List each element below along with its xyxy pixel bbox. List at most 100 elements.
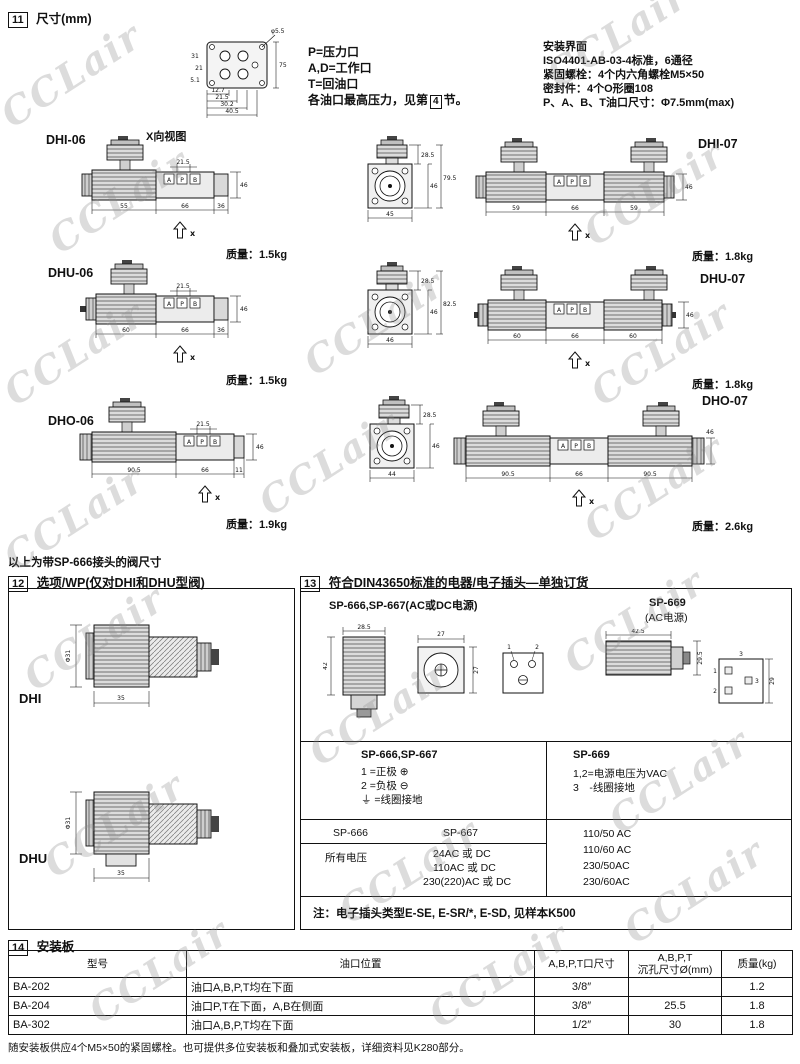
- dim-label: 30.2: [220, 101, 234, 108]
- dim-label: 29.5: [697, 651, 704, 665]
- dhu-07-weight: 质量：1.8kg: [692, 379, 754, 391]
- port-letter: P: [570, 307, 574, 314]
- section-13-header: 13 符合DIN43650标准的电器/电子插头—单独订货: [300, 572, 589, 592]
- dim-label: 46: [432, 443, 440, 450]
- section-ref-box: 4: [430, 95, 442, 109]
- dim-label: 28.5: [421, 152, 435, 159]
- connector-note: 注：电子插头类型E-SE, E-SR/*, E-SD, 见样本K500: [313, 908, 576, 920]
- port-letter: A: [167, 177, 172, 184]
- col-header-model: 型号: [8, 950, 187, 978]
- port-letter: B: [583, 307, 587, 314]
- section-12-title: 选项/WP(仅对DHI和DHU型阀): [36, 576, 205, 590]
- dim-label: 12.7: [211, 87, 225, 94]
- legend-right-line: 1,2=电源电压为VAC: [573, 768, 668, 780]
- dim-label: 45: [386, 211, 394, 218]
- mounting-plate-table: 型号 油口位置 A,B,P,T口尺寸 A,B,P,T 沉孔尺寸Ø(mm) 质量(…: [8, 950, 793, 1035]
- front-view-row3: 44 28.5 46: [342, 396, 460, 506]
- view-x-arrow-icon: [197, 485, 213, 503]
- col-header-weight: 质量(kg): [721, 950, 793, 978]
- sp669-drawing: 42.5 29.5 1 2 3 3 29: [591, 628, 776, 744]
- section-12-header: 12 选项/WP(仅对DHI和DHU型阀): [8, 572, 205, 592]
- dim-label: 66: [571, 333, 579, 340]
- legend-left-line: 1 =正极 ⊕: [361, 766, 409, 778]
- pin-label: 2: [535, 644, 539, 651]
- dim-label: 44: [388, 471, 396, 478]
- voltage-model-mid: SP-667: [443, 827, 479, 839]
- view-x-label: x: [589, 497, 595, 506]
- dim-label: 21.5: [196, 421, 210, 428]
- dim-label: 46: [256, 444, 264, 451]
- dim-label: 75: [279, 62, 287, 69]
- view-x-label: x: [190, 229, 196, 238]
- dho-07-drawing: A P B 90.5 66 90.5 46 x: [452, 402, 718, 519]
- divider: [546, 819, 547, 896]
- legend-left-line: ⏚ =线圈接地: [361, 794, 423, 806]
- pin-label: 3: [755, 678, 759, 685]
- section-11-title: 尺寸(mm): [36, 12, 92, 26]
- dim-label: 21.5: [176, 159, 190, 166]
- dim-label: 46: [240, 306, 248, 313]
- dim-label: 90.5: [501, 471, 515, 478]
- dim-label: 21: [195, 65, 203, 72]
- dim-label: 66: [181, 327, 189, 334]
- dim-label: 90.5: [127, 467, 141, 474]
- port-letter: P: [574, 443, 578, 450]
- mount-info-line: P、A、B、T油口尺寸：Φ7.5mm(max): [543, 97, 735, 109]
- port-letter: P: [200, 439, 204, 446]
- dim-label: 59: [512, 205, 520, 212]
- port-letter: B: [213, 439, 217, 446]
- dim-label: 66: [575, 471, 583, 478]
- dim-label: 55: [120, 203, 128, 210]
- dim-label: 46: [240, 182, 248, 189]
- front-view-row2: 46 28.5 46 82.5: [340, 262, 458, 372]
- dhi-06-weight: 质量：1.5kg: [226, 249, 288, 261]
- divider: [546, 741, 547, 819]
- dim-label: 46: [686, 312, 694, 319]
- port-letter: A: [187, 439, 192, 446]
- view-x-arrow-icon: [172, 345, 188, 363]
- port-letter: A: [557, 307, 562, 314]
- mount-info: 安装界面 ISO4401-AB-03-4标准，6通径 紧固螺栓：4个内六角螺栓M…: [543, 40, 734, 110]
- port-letter: B: [583, 179, 587, 186]
- dhi-06-label: DHI-06: [46, 133, 86, 147]
- dim-label: 66: [181, 203, 189, 210]
- dho-06-label: DHO-06: [48, 414, 94, 428]
- col-header-port-size: A,B,P,T口尺寸: [534, 950, 629, 978]
- port-info-line: P=压力口: [308, 45, 360, 59]
- dhi-07-weight: 质量：1.8kg: [692, 251, 754, 263]
- dim-label: 40.5: [225, 108, 239, 115]
- dhu-07-label: DHU-07: [700, 272, 746, 286]
- dhu-06-label: DHU-06: [48, 266, 94, 280]
- cell-port-size: 3/8″: [534, 996, 629, 1016]
- voltage-line: 230/60AC: [583, 876, 630, 888]
- cell-port-position: 油口A,B,P,T均在下面: [186, 1015, 535, 1035]
- dhu-option-label: DHU: [19, 851, 48, 866]
- cell-weight: 1.2: [721, 977, 793, 997]
- cell-port-size: 3/8″: [534, 977, 629, 997]
- sp669-heading: SP-669: [649, 597, 686, 609]
- dhu-option-drawing: Φ31 35: [44, 774, 254, 909]
- dim-label: φ5.5: [271, 28, 285, 35]
- dim-label: 36: [217, 203, 225, 210]
- cell-weight: 1.8: [721, 1015, 793, 1035]
- dim-label: 29: [769, 677, 776, 685]
- section-11-header: 11 尺寸(mm): [8, 8, 92, 28]
- dhi-option-drawing: Φ31 35: [44, 607, 254, 742]
- cell-port-position: 油口P,T在下面，A,B在侧面: [186, 996, 535, 1016]
- view-x-arrow-icon: [567, 351, 583, 369]
- dim-label: 46: [386, 337, 394, 344]
- mounting-plate-footnote: 随安装板供应4个M5×50的紧固螺栓。也可提供多位安装板和叠加式安装板，详细资料…: [8, 1042, 470, 1054]
- legend-left-line: 2 =负极 ⊖: [361, 780, 409, 792]
- col-header-port-position: 油口位置: [186, 950, 535, 978]
- cell-counterbore: [628, 977, 722, 997]
- x-view-label: X向视图: [146, 131, 187, 143]
- port-info-line: T=回油口: [308, 77, 359, 91]
- dim-label: 66: [201, 467, 209, 474]
- dim-label: 3: [739, 651, 743, 658]
- dhu-06-drawing: A P B 60 66 36 46 21.5 x: [80, 260, 265, 373]
- dim-label: 90.5: [643, 471, 657, 478]
- table-row: BA-302 油口A,B,P,T均在下面 1/2″ 30 1.8: [8, 1015, 793, 1035]
- mount-info-line: 安装界面: [543, 41, 587, 53]
- cell-counterbore: 30: [628, 1015, 722, 1035]
